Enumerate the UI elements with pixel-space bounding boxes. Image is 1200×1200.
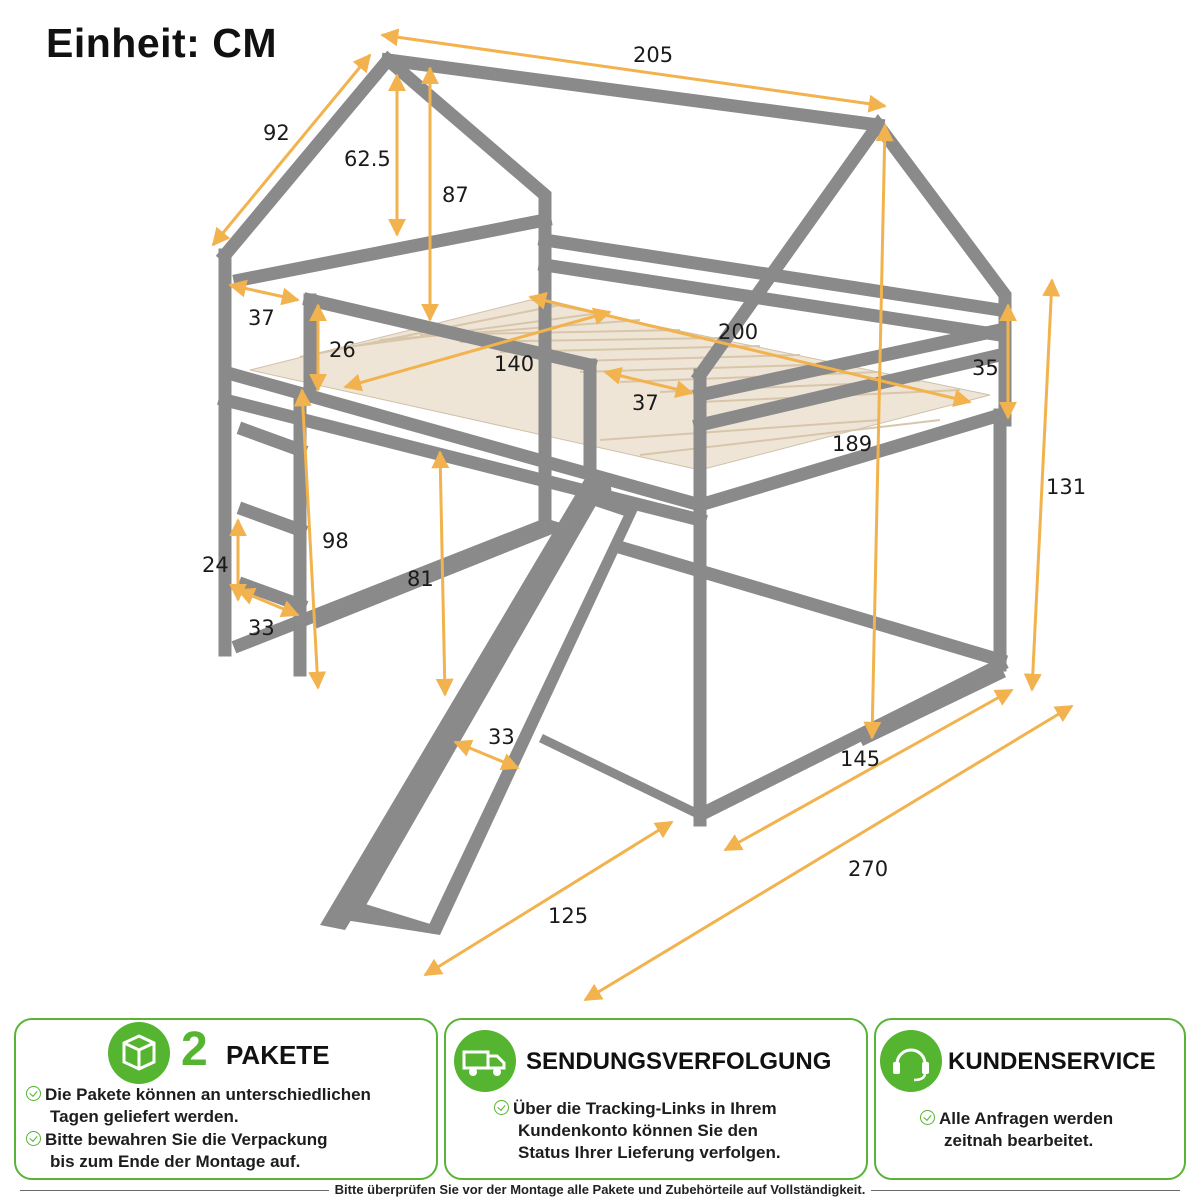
- slide: [320, 470, 640, 935]
- dim-rail-gap-left: 37: [248, 306, 275, 330]
- dim-roof-total-height: 87: [442, 183, 469, 207]
- dim-rail-height: 26: [329, 338, 356, 362]
- tracking-bullet-1: Über die Tracking-Links in Ihrem Kundenk…: [494, 1098, 781, 1164]
- footer-note: Bitte überprüfen Sie vor der Montage all…: [328, 1182, 872, 1197]
- footer: Bitte überprüfen Sie vor der Montage all…: [0, 1181, 1200, 1199]
- service-bullet-1: Alle Anfragen werden zeitnah bearbeitet.: [920, 1108, 1113, 1152]
- package-count: 2: [181, 1023, 208, 1076]
- dim-total-height: 131: [1046, 475, 1086, 499]
- package-box-icon: [108, 1022, 170, 1084]
- dim-rail-height-right: 35: [972, 356, 999, 380]
- dim-roof-side: 92: [263, 121, 290, 145]
- bunk-bed-diagram: 205 92 62.5 87 37 26 140 200 37 35 189 1…: [202, 28, 1086, 1002]
- dim-slide-length: 125: [548, 904, 588, 928]
- dim-ladder-step: 24: [202, 553, 229, 577]
- packages-card: 2 PAKETE Die Pakete können an unterschie…: [14, 1018, 438, 1180]
- delivery-truck-icon: [454, 1030, 516, 1092]
- packages-bullet-2: Bitte bewahren Sie die Verpackung bis zu…: [26, 1129, 327, 1173]
- dim-roof-width: 205: [633, 43, 673, 67]
- service-card: KUNDENSERVICE Alle Anfragen werden zeitn…: [874, 1018, 1186, 1180]
- service-title: KUNDENSERVICE: [948, 1048, 1156, 1075]
- dim-total-length: 270: [848, 857, 888, 881]
- dim-bed-width: 140: [494, 352, 534, 376]
- check-icon: [26, 1131, 41, 1146]
- packages-bullet-1: Die Pakete können an unterschiedlichen T…: [26, 1084, 371, 1128]
- dim-roof-peak-height: 62.5: [344, 147, 391, 171]
- packages-title: PAKETE: [226, 1040, 330, 1070]
- check-icon: [920, 1110, 935, 1125]
- dim-ladder-height: 98: [322, 529, 349, 553]
- check-icon: [494, 1100, 509, 1115]
- dim-inner-length: 189: [832, 432, 872, 456]
- dim-bed-length: 200: [718, 320, 758, 344]
- dim-post-height: 145: [840, 747, 880, 771]
- tracking-title: SENDUNGSVERFOLGUNG: [526, 1048, 832, 1075]
- dim-rail-opening: 37: [632, 391, 659, 415]
- dimension-arrows: [211, 28, 1074, 1002]
- dim-ladder-width: 33: [248, 616, 275, 640]
- dim-under-bed-height: 81: [407, 567, 434, 591]
- dim-slide-width: 33: [488, 725, 515, 749]
- check-icon: [26, 1086, 41, 1101]
- dimension-labels: 205 92 62.5 87 37 26 140 200 37 35 189 1…: [202, 43, 1086, 928]
- headset-icon: [880, 1030, 942, 1092]
- tracking-card: SENDUNGSVERFOLGUNG Über die Tracking-Lin…: [444, 1018, 868, 1180]
